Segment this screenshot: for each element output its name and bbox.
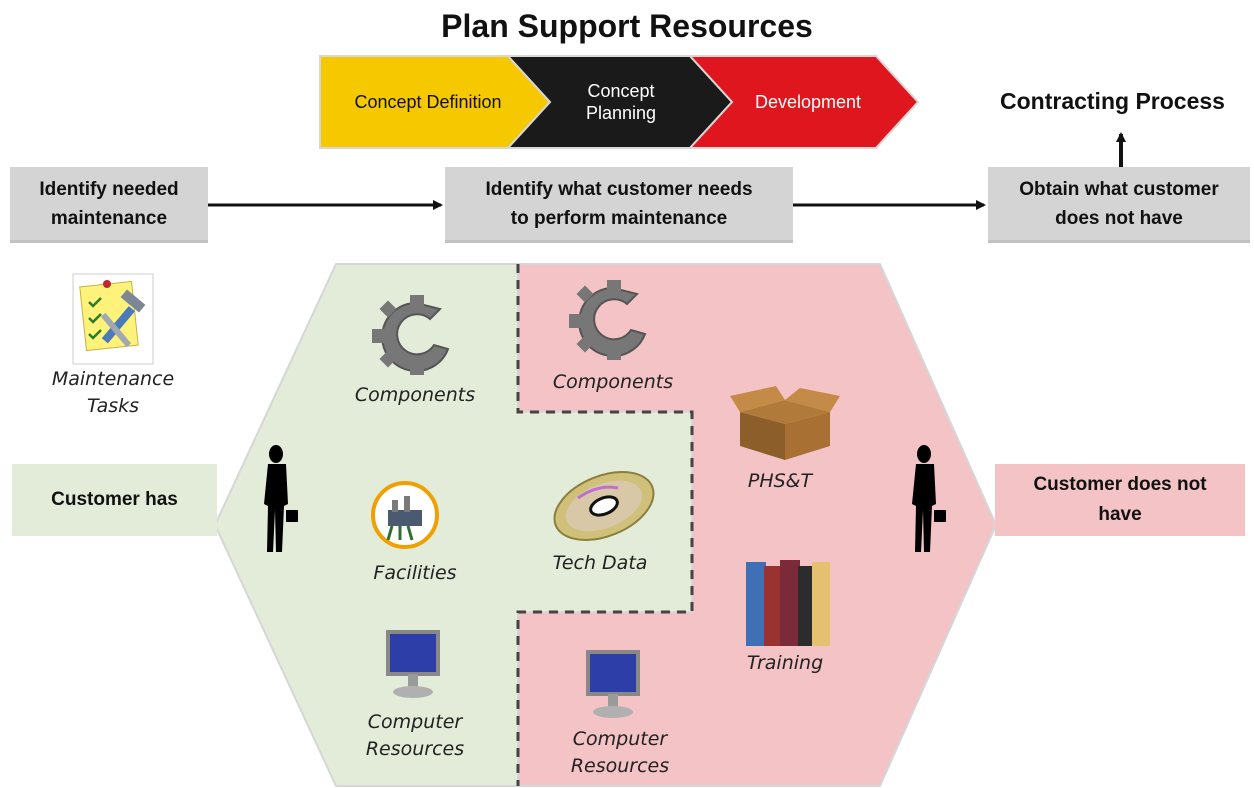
computer-icon-not-have bbox=[586, 650, 640, 718]
customer-not-have-label: Customer does not have bbox=[1033, 474, 1207, 525]
has-tech-data-label: Tech Data bbox=[552, 552, 648, 574]
computer-icon-has bbox=[386, 630, 440, 698]
has-computer-resources-label: Computer Resources bbox=[365, 711, 465, 760]
not-have-computer-resources-label: Computer Resources bbox=[570, 728, 670, 777]
customer-has-label: Customer has bbox=[51, 489, 178, 510]
step-identify-maintenance: Identify needed maintenance bbox=[10, 167, 208, 243]
components-icon bbox=[372, 295, 450, 375]
has-components-label: Components bbox=[354, 384, 476, 406]
customer-silhouette-left bbox=[264, 445, 298, 552]
training-label: Training bbox=[746, 652, 824, 674]
maintenance-tasks-icon bbox=[72, 273, 154, 365]
has-facilities-label: Facilities bbox=[373, 562, 457, 584]
components-icon-not-have bbox=[569, 280, 647, 360]
phst-box-icon bbox=[730, 386, 840, 460]
dashed-divider bbox=[516, 264, 694, 786]
page-title: Plan Support Resources bbox=[441, 8, 813, 44]
step-identify-customer-needs: Identify what customer needs to perform … bbox=[445, 167, 793, 243]
customer-has-box bbox=[12, 464, 217, 536]
maintenance-tasks-label: Maintenance Tasks bbox=[51, 368, 175, 417]
not-have-components-label: Components bbox=[552, 371, 674, 393]
facilities-icon bbox=[371, 481, 439, 549]
phase-development-label: Development bbox=[754, 92, 862, 112]
phase-concept-definition-label: Concept Definition bbox=[354, 92, 502, 112]
customer-silhouette-right bbox=[912, 445, 946, 552]
contracting-process-label: Contracting Process bbox=[1000, 88, 1225, 114]
step-obtain-missing: Obtain what customer does not have bbox=[988, 167, 1250, 243]
phase-concept-planning-label: Concept Planning bbox=[585, 81, 657, 123]
training-books-icon bbox=[746, 560, 830, 646]
customer-not-have-box bbox=[995, 464, 1245, 536]
phst-label: PHS&T bbox=[747, 470, 813, 492]
tech-data-cd-icon bbox=[553, 471, 655, 541]
